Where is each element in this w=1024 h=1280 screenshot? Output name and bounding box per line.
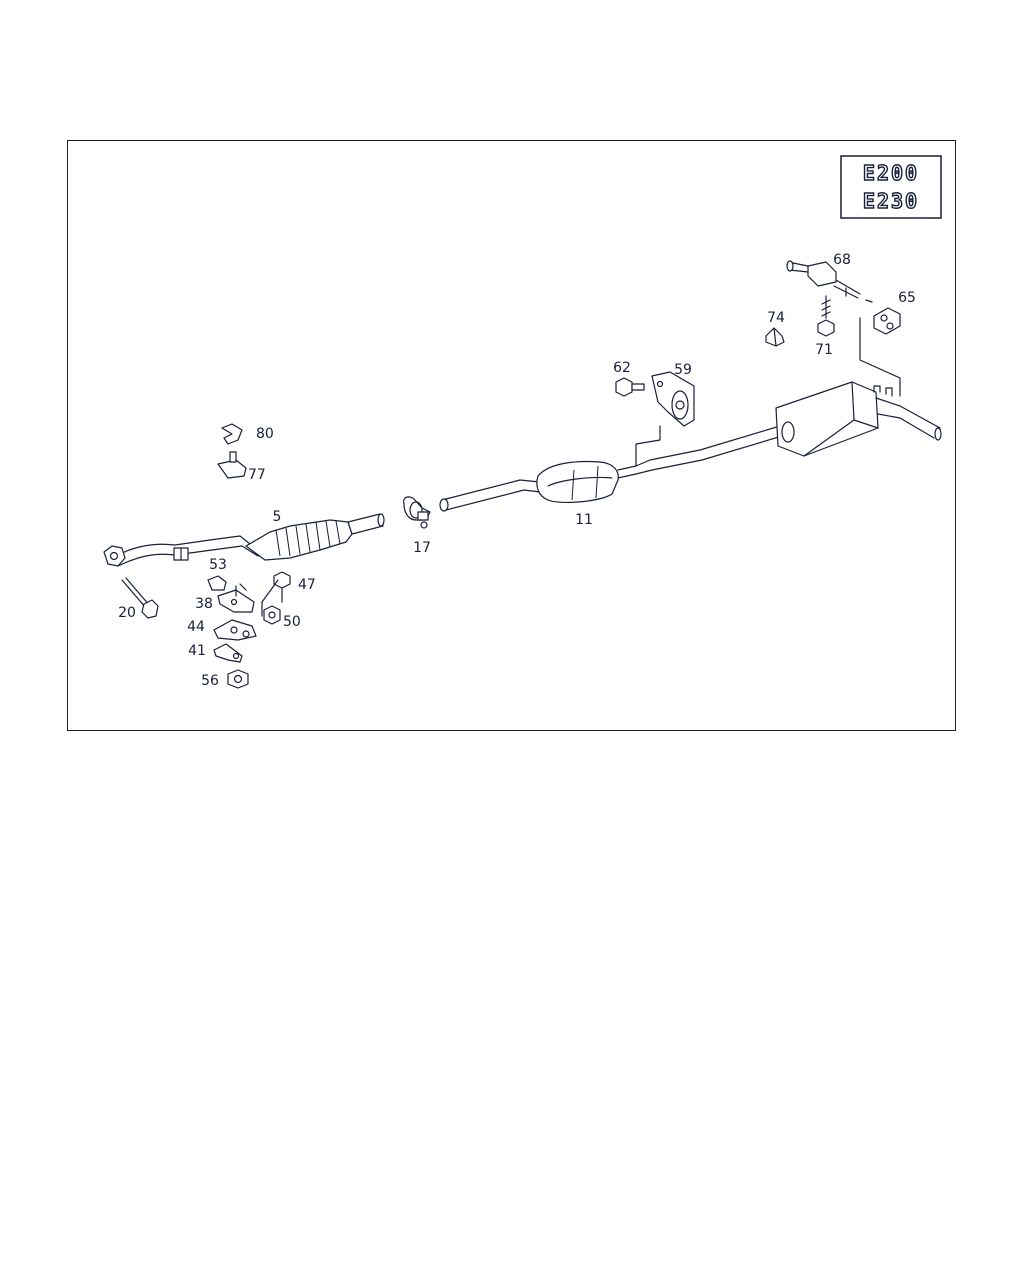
label-56: 56 — [201, 673, 219, 689]
label-11: 11 — [575, 512, 593, 528]
label-77: 77 — [248, 467, 266, 483]
push-pin — [217, 451, 247, 479]
label-68: 68 — [833, 252, 851, 268]
catalytic-converter — [245, 513, 385, 561]
hanger-bolt — [615, 377, 645, 397]
label-38: 38 — [195, 596, 213, 612]
bracket-clip — [207, 575, 227, 591]
rear-muffler — [775, 381, 942, 457]
support-bracket — [213, 619, 257, 641]
bracket-nut — [263, 605, 281, 625]
hanger-rod — [786, 260, 873, 303]
label-20: 20 — [118, 605, 136, 621]
clip — [221, 423, 243, 445]
label-41: 41 — [188, 643, 206, 659]
label-74: 74 — [767, 310, 785, 326]
model-badge-box: E200 E230 — [840, 155, 942, 219]
rubber-mount — [859, 307, 901, 397]
label-17: 17 — [413, 540, 431, 556]
pipe-clamp — [403, 496, 431, 529]
strap — [213, 643, 243, 663]
mounting-bracket — [217, 583, 255, 613]
rear-pipe — [617, 425, 783, 479]
label-44: 44 — [187, 619, 205, 635]
label-71: 71 — [815, 342, 833, 358]
bracket-bolt — [261, 571, 291, 617]
diagram-frame — [67, 140, 956, 731]
label-59: 59 — [674, 362, 692, 378]
center-muffler — [536, 460, 619, 504]
label-62: 62 — [613, 360, 631, 376]
intermediate-pipe — [439, 479, 541, 512]
hanger-bracket — [651, 371, 695, 427]
badge-e230: E230 — [863, 189, 919, 213]
badge-e200: E200 — [863, 161, 919, 185]
label-80: 80 — [256, 426, 274, 442]
label-65: 65 — [898, 290, 916, 306]
rubber-nut — [765, 327, 785, 347]
long-bolt — [121, 577, 159, 619]
hex-nut — [227, 669, 249, 689]
label-47: 47 — [298, 577, 316, 593]
front-exhaust-pipe — [103, 535, 259, 567]
label-5: 5 — [273, 509, 282, 525]
label-50: 50 — [283, 614, 301, 630]
hanger-screw — [817, 295, 835, 337]
label-53: 53 — [209, 557, 227, 573]
